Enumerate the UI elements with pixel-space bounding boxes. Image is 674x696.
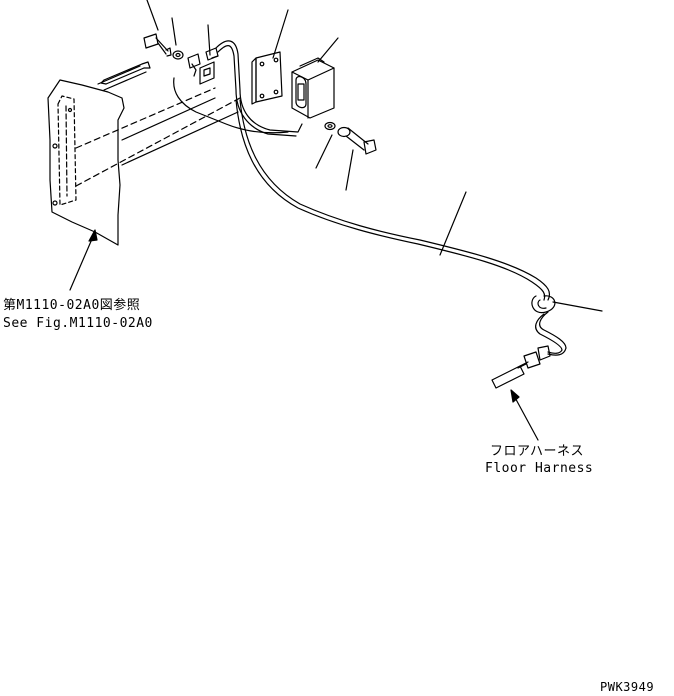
reference-label-jp: 第M1110-02A0図参照: [3, 298, 141, 313]
buzzer-box: [291, 57, 335, 119]
bolt-upper: [143, 33, 184, 60]
short-harness: [173, 40, 303, 137]
floor-connector: [491, 345, 567, 389]
connector-bracket: [187, 47, 219, 85]
floor-harness-label-jp: フロアハーネス: [490, 444, 584, 459]
leader-lines: [69, 0, 603, 441]
long-bolt: [100, 61, 151, 85]
reference-label-en: See Fig.M1110-02A0: [3, 316, 153, 331]
main-harness: [235, 99, 551, 301]
floor-harness-label-en: Floor Harness: [485, 461, 594, 476]
cover-plate: [47, 65, 241, 246]
mounting-plate: [251, 51, 283, 105]
bolt-lower: [324, 121, 377, 155]
drawing-code: PWK3949: [600, 680, 655, 694]
harness-clamp: [531, 295, 567, 351]
